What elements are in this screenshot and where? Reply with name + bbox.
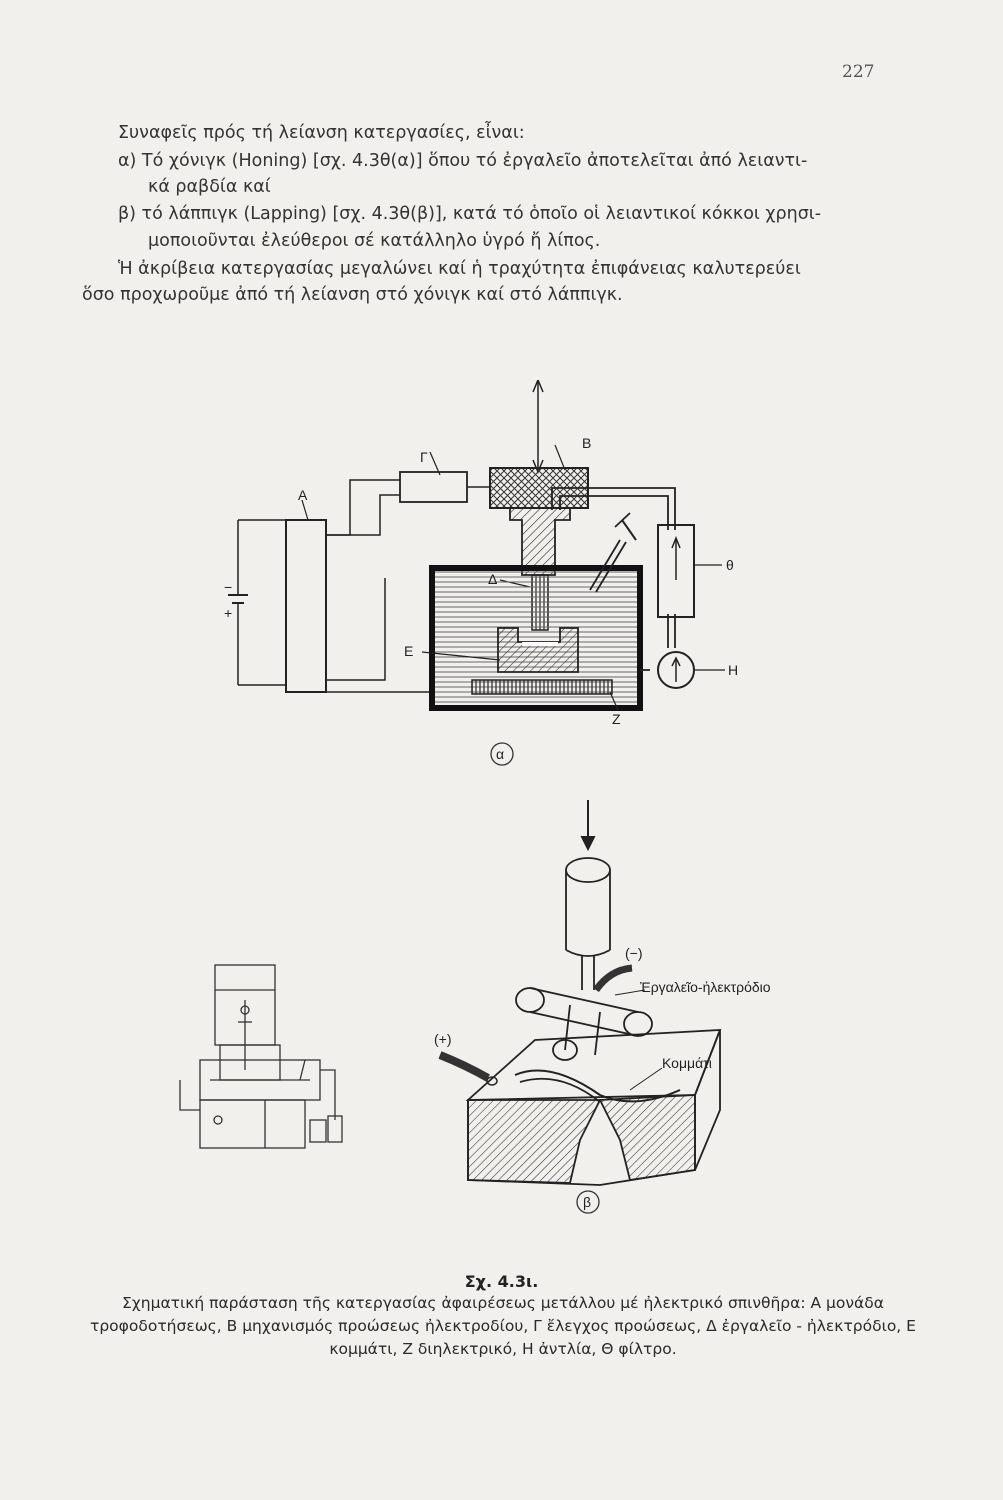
item-a-line-2: κά ραβδία καί [148,177,271,197]
label-plus-b: (+) [434,1031,452,1047]
feed-arrow [532,380,544,474]
valve-icon [589,512,637,593]
negative-cable [593,964,633,993]
intro-text: Συναφεῖς πρός τή λείανση κατεργασίες, εἶ… [118,123,525,143]
base-plate [471,679,613,695]
paragraph-line-2: ὅσο προχωροῦμε ἀπό τή λείανση στό χόνιγκ… [82,285,623,305]
sub-label-b: β [583,1194,591,1210]
figure-b-edm-machine [179,964,343,1149]
label-th: θ [726,557,734,573]
item-b-line-1: β) τό λάππιγκ (Lapping) [σχ. 4.3θ(β)], κ… [118,204,822,224]
dielectric-pipe [551,487,676,671]
label-a: Α [298,487,308,503]
label-z: Ζ [612,711,621,727]
battery-icon [228,519,286,686]
label-e: Ε [404,643,413,659]
label-b: Β [582,435,591,451]
label-plus: + [224,605,232,621]
feed-control-g [399,471,468,503]
tool-electrode [515,987,653,1061]
workpiece-block [465,1029,722,1186]
figure-caption: Σχηματική παράσταση τῆς κατεργασίας ἀφαι… [90,1294,916,1358]
workpiece-e [497,627,579,673]
label-minus-b: (−) [625,945,643,961]
label-d: Δ [488,571,497,587]
item-a-line-1: α) Τό χόνιγκ (Honing) [σχ. 4.3θ(α)] ὅπου… [118,151,808,171]
sub-label-a: α [496,746,504,762]
positive-cable [438,1051,490,1082]
label-g: Γ [420,449,428,465]
figure-a-edm-schematic: Α Β Γ Δ Ε Ζ Η θ − + α [224,380,738,766]
filter-th [657,524,695,618]
label-minus: − [224,579,232,595]
label-workpiece: Κομμάτι [662,1055,712,1071]
page-number: 227 [842,62,875,82]
power-unit-a [285,519,327,693]
item-b-line-2: μοποιοῦνται ἐλεύθεροι σέ κατάλληλο ὑγρό … [148,231,601,251]
label-h: Η [728,662,738,678]
electrode-cylinder [565,857,611,990]
paragraph-line-1: Ἡ ἀκρίβεια κατεργασίας μεγαλώνει καί ἡ τ… [118,259,801,279]
figure-b-electrode-workpiece: (−) (+) Ἐργαλεῖο-ἠλεκτρόδιο Κομμάτι β [434,800,771,1214]
circuit-wires [326,479,490,693]
electrode-holder [509,507,571,576]
figure-caption-title: Σχ. 4.3ι. [464,1272,539,1291]
label-tool-electrode: Ἐργαλεῖο-ἠλεκτρόδιο [640,979,771,995]
